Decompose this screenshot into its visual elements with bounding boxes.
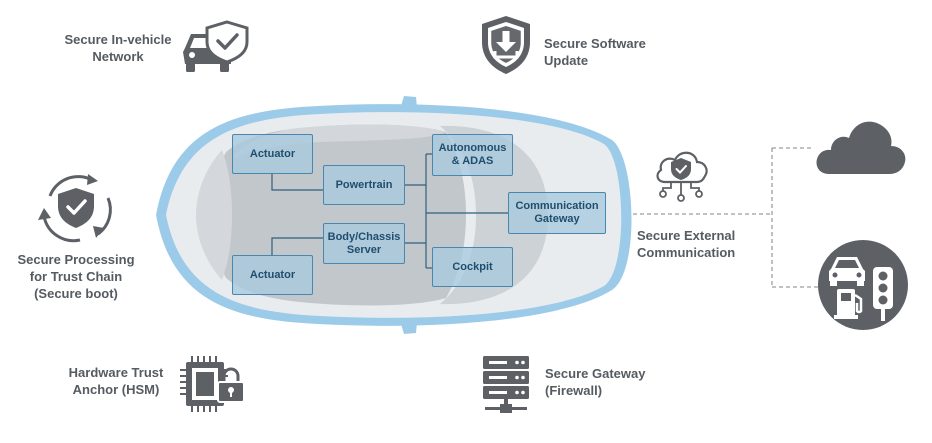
shield-refresh-cycle-icon [36,172,116,244]
car-with-shield-icon [181,18,251,76]
chip-lock-icon [178,354,248,416]
car-fuel-traffic-light-icon [817,239,909,331]
external-dashed-connections [605,148,820,287]
server-rack-icon [481,354,531,416]
ecu-actuator-bottom: Actuator [232,255,313,295]
label-secure-processing: Secure Processing for Trust Chain (Secur… [4,251,148,302]
ecu-actuator-top: Actuator [232,134,313,174]
ecu-cockpit: Cockpit [432,247,513,287]
label-secure-external-communication: Secure External Communication [637,227,767,261]
label-secure-software-update: Secure Software Update [544,35,684,69]
ecu-autonomous-adas: Autonomous & ADAS [432,134,513,176]
cloud-shield-network-icon [651,144,711,204]
label-hardware-trust-anchor: Hardware Trust Anchor (HSM) [56,364,176,398]
ecu-communication-gateway: Communication Gateway [508,192,606,234]
label-secure-in-vehicle-network: Secure In-vehicle Network [52,31,184,65]
cloud-icon [813,116,909,178]
ecu-body-chassis-server: Body/Chassis Server [323,223,405,264]
ecu-powertrain: Powertrain [323,165,405,205]
shield-download-icon [480,14,532,76]
label-secure-gateway: Secure Gateway (Firewall) [545,365,675,399]
